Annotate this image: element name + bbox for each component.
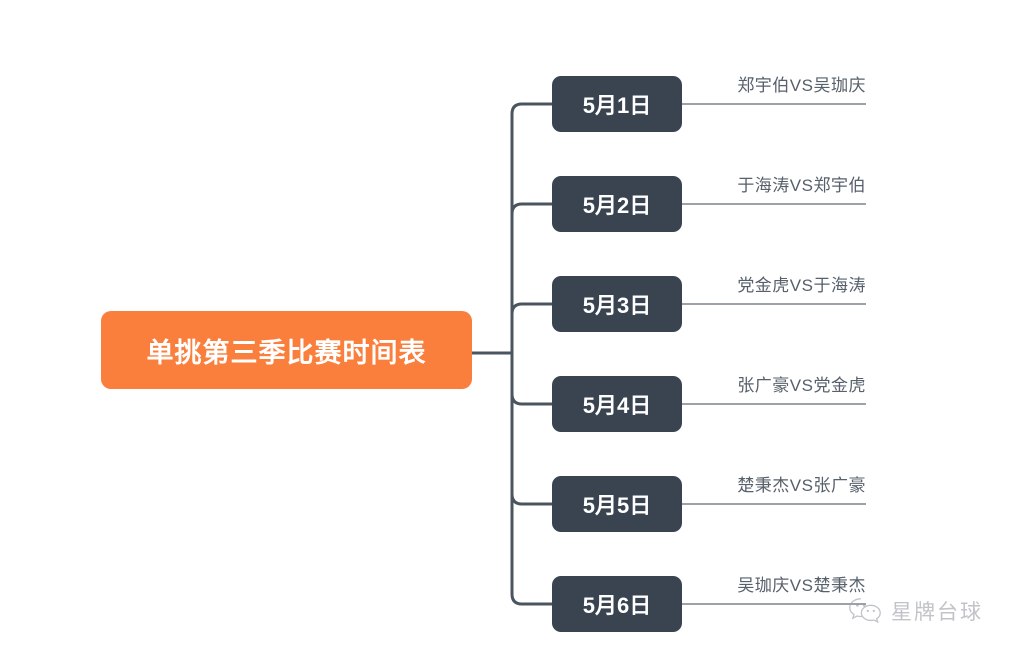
date-node-2[interactable]: 5月2日: [552, 176, 682, 232]
match-label: 张广豪VS党金虎: [737, 376, 866, 395]
date-node-label: 5月4日: [582, 393, 652, 418]
date-node-label: 5月6日: [582, 593, 652, 618]
branch-6: [510, 353, 552, 606]
branch-2: [510, 202, 552, 353]
match-leaf-3[interactable]: 党金虎VS于海涛: [682, 260, 866, 300]
branch-5: [510, 353, 552, 506]
date-node-label: 5月2日: [582, 193, 652, 218]
match-leaf-2[interactable]: 于海涛VS郑宇伯: [682, 160, 866, 200]
match-label: 党金虎VS于海涛: [737, 276, 866, 295]
date-node-label: 5月3日: [582, 293, 652, 318]
date-node-label: 5月1日: [582, 93, 652, 118]
date-node-label: 5月5日: [582, 493, 652, 518]
date-node-4[interactable]: 5月4日: [552, 376, 682, 432]
root-node[interactable]: 单挑第三季比赛时间表: [101, 311, 472, 389]
wechat-icon: [849, 598, 881, 624]
date-node-1[interactable]: 5月1日: [552, 76, 682, 132]
watermark: 星牌台球: [848, 596, 983, 626]
match-leaf-1[interactable]: 郑宇伯VS吴珈庆: [682, 60, 866, 100]
branch-4: [510, 353, 552, 406]
match-leaf-6[interactable]: 吴珈庆VS楚秉杰: [682, 560, 866, 600]
match-label: 于海涛VS郑宇伯: [737, 176, 866, 195]
date-node-6[interactable]: 5月6日: [552, 576, 682, 632]
branch-3: [510, 302, 552, 353]
match-label: 楚秉杰VS张广豪: [737, 476, 866, 495]
watermark-label: 星牌台球: [891, 601, 983, 624]
date-node-5[interactable]: 5月5日: [552, 476, 682, 532]
match-label: 吴珈庆VS楚秉杰: [737, 576, 866, 595]
branch-1: [510, 102, 552, 353]
date-node-3[interactable]: 5月3日: [552, 276, 682, 332]
match-label: 郑宇伯VS吴珈庆: [737, 76, 866, 95]
match-leaf-5[interactable]: 楚秉杰VS张广豪: [682, 460, 866, 500]
match-leaf-4[interactable]: 张广豪VS党金虎: [682, 360, 866, 400]
root-node-label: 单挑第三季比赛时间表: [146, 337, 427, 368]
